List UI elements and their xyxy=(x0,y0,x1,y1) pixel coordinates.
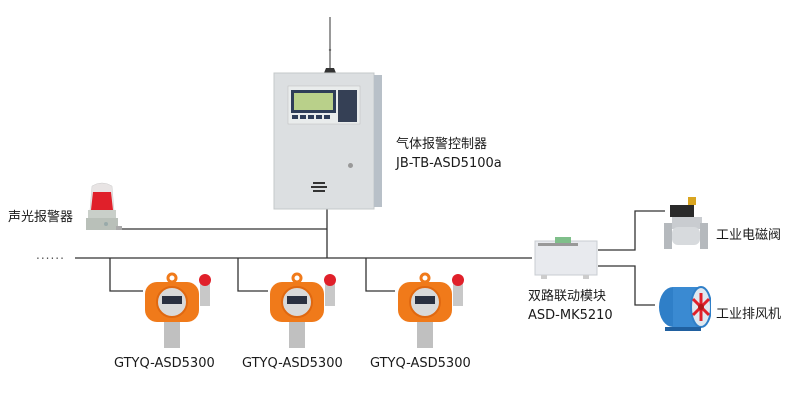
valve-name: 工业电磁阀 xyxy=(716,228,782,243)
fan-name: 工业排风机 xyxy=(716,307,782,322)
valve-wire xyxy=(598,210,665,251)
detector-3-wire xyxy=(365,258,395,292)
detector-icon xyxy=(145,272,211,348)
detector-3-model: GTYQ-ASD5300 xyxy=(370,356,471,371)
alarm-name: 声光报警器 xyxy=(8,210,74,225)
detector-2-model: GTYQ-ASD5300 xyxy=(242,356,343,371)
gas-detector-2 xyxy=(265,272,345,350)
controller-name: 气体报警控制器 xyxy=(396,137,488,152)
bus-continuation: ...... xyxy=(36,248,65,262)
solenoid-valve xyxy=(662,195,710,253)
gas-detector-1 xyxy=(140,272,220,350)
detector-1-model: GTYQ-ASD5300 xyxy=(114,356,215,371)
module-model: ASD-MK5210 xyxy=(528,308,613,323)
exhaust-fan xyxy=(655,285,712,333)
gas-alarm-controller xyxy=(268,15,386,210)
fan-wire xyxy=(598,265,655,306)
controller-icon xyxy=(273,17,382,210)
module-name: 双路联动模块 xyxy=(528,289,607,304)
gas-detector-3 xyxy=(393,272,473,350)
valve-icon xyxy=(664,197,708,249)
module-icon xyxy=(534,237,598,279)
detector-icon xyxy=(398,272,464,348)
fan-icon xyxy=(659,286,712,331)
alarm-beacon-icon xyxy=(86,182,122,230)
controller-model: JB-TB-ASD5100a xyxy=(396,156,502,171)
linkage-module xyxy=(533,235,599,279)
detector-icon xyxy=(270,272,336,348)
detector-1-wire xyxy=(109,258,143,292)
sound-light-alarm xyxy=(82,182,124,238)
detector-2-wire xyxy=(237,258,268,292)
